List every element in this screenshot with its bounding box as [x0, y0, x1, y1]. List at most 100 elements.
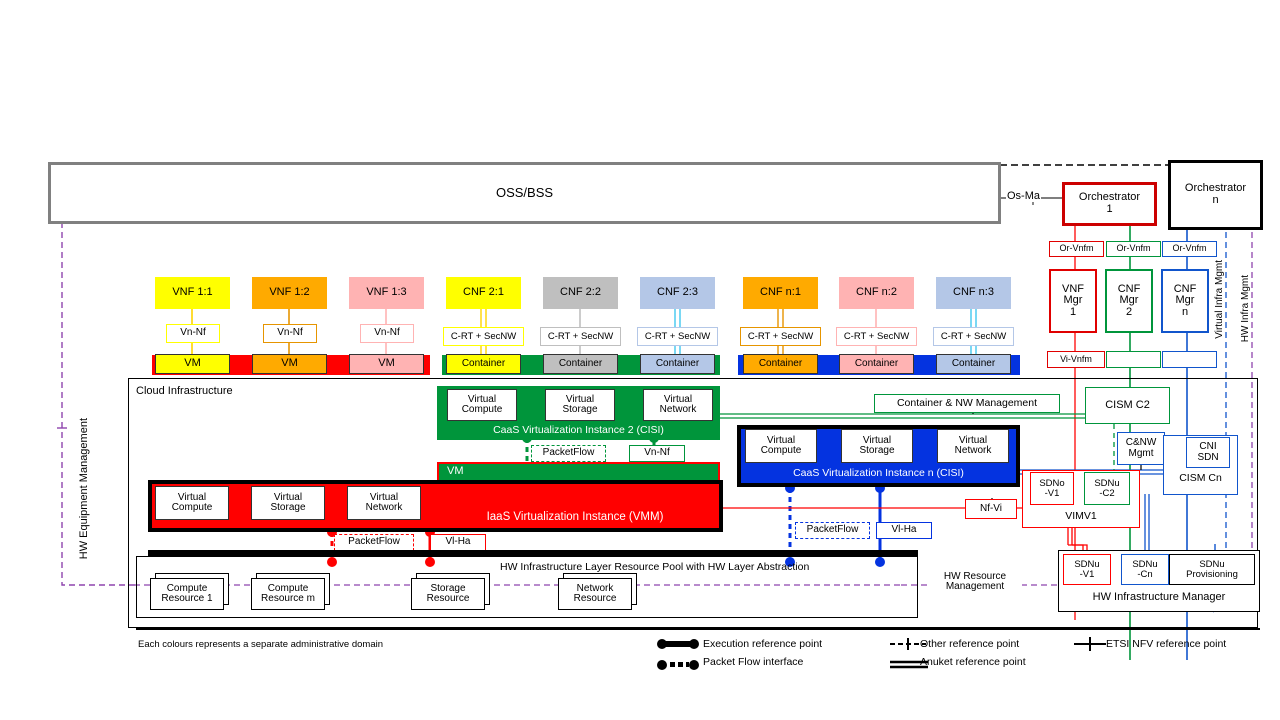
orchestrator-n-label-line2: n [1212, 194, 1219, 206]
anuket-reference-point-icon [890, 660, 928, 669]
function-box-cnf-n-3[interactable]: CNF n:3 [936, 277, 1011, 309]
cni-sdn-l2: SDN [1197, 451, 1219, 463]
sdnu-cn-l1: SDNu [1132, 558, 1158, 570]
ref-packetflow-caasn: PacketFlow [795, 522, 870, 539]
caasn-virtual-network[interactable]: Virtual Network [937, 429, 1009, 463]
iaas-vs-l1: Virtual [273, 491, 303, 503]
runtime-box-cnf-2-2[interactable]: Container [543, 354, 618, 374]
vnf-mgr-1-line2: Mgr [1063, 294, 1083, 307]
cism-c2-box[interactable]: CISM C2 [1085, 387, 1170, 424]
cni-sdn-box[interactable]: CNI SDN [1186, 437, 1230, 468]
ossbss-box[interactable]: OSS/BSS [48, 162, 1001, 224]
hw-res-compute-1[interactable]: Compute Resource 1 [150, 578, 224, 610]
legend-label-packetflow: Packet Flow interface [703, 656, 804, 668]
cloud-infrastructure-label: Cloud Infrastructure [136, 385, 233, 397]
runtime-box-cnf-n-3[interactable]: Container [936, 354, 1011, 374]
iface-box-cnf-n-1: C-RT + SecNW [740, 327, 821, 346]
cnf-mgr-n-box[interactable]: CNF Mgr n [1161, 269, 1209, 333]
sdnu-cn-box[interactable]: SDNu -Cn [1121, 554, 1169, 585]
runtime-box-cnf-2-1[interactable]: Container [446, 354, 521, 374]
cni-sdn-l1: CNI [1199, 441, 1217, 452]
vnf-mgr-1-box[interactable]: VNF Mgr 1 [1049, 269, 1097, 333]
hw-res-storage[interactable]: Storage Resource [411, 578, 485, 610]
function-box-vnf-1-1[interactable]: VNF 1:1 [155, 277, 230, 309]
caas2-virtual-network[interactable]: Virtual Network [643, 389, 713, 421]
iaas-virtual-network[interactable]: Virtual Network [347, 486, 421, 520]
iaas-vc-l2: Compute [171, 502, 213, 513]
cnw-mgmt-box[interactable]: C&NW Mgmt [1117, 432, 1165, 465]
cnf-mgr-2-box[interactable]: CNF Mgr 2 [1105, 269, 1153, 333]
sdno-v1-box[interactable]: SDNo -V1 [1030, 472, 1074, 505]
cnf-mgr-n-line1: CNF [1173, 282, 1197, 295]
function-box-vnf-1-3[interactable]: VNF 1:3 [349, 277, 424, 309]
hw-res-s-l1: Storage [430, 582, 466, 594]
orchestrator-1-box[interactable]: Orchestrator 1 [1062, 182, 1157, 226]
hw-equipment-management-label: HW Equipment Management [78, 418, 90, 560]
os-ma-label: Os-Ma [1006, 190, 1041, 202]
other-reference-point-icon [890, 638, 926, 650]
caas2-virtual-storage[interactable]: Virtual Storage [545, 389, 615, 421]
function-box-cnf-2-1[interactable]: CNF 2:1 [446, 277, 521, 309]
cnf-mgr-2-line3: 2 [1125, 305, 1133, 318]
sdnu-c2-l2: -C2 [1099, 487, 1115, 499]
runtime-box-vnf-1-2[interactable]: VM [252, 354, 327, 374]
hw-res-network[interactable]: Network Resource [558, 578, 632, 610]
runtime-box-vnf-1-3[interactable]: VM [349, 354, 424, 374]
iaas-vs-l2: Storage [270, 502, 306, 513]
iaas-virtual-compute[interactable]: Virtual Compute [155, 486, 229, 520]
caas2-vm-strip[interactable] [437, 462, 720, 482]
packet-flow-interface-icon [657, 660, 699, 670]
caasn-virtual-compute[interactable]: Virtual Compute [745, 429, 817, 463]
hw-res-cm-l1: Compute [267, 582, 309, 594]
orchestrator-1-label-line2: 1 [1106, 203, 1113, 215]
function-box-vnf-1-2[interactable]: VNF 1:2 [252, 277, 327, 309]
hw-resource-management-label: HW Resource Management [928, 566, 1022, 598]
caasn-virtual-storage[interactable]: Virtual Storage [841, 429, 913, 463]
legend-label-anuket: Anuket reference point [920, 656, 1026, 668]
hw-res-cm-l2: Resource m [261, 593, 315, 604]
orchestrator-1-label-line1: Orchestrator [1078, 191, 1141, 204]
sdnu-c2-box[interactable]: SDNu -C2 [1084, 472, 1130, 505]
sdnu-v1-l1: SDNu [1074, 558, 1100, 570]
runtime-box-cnf-2-3[interactable]: Container [640, 354, 715, 374]
vimv1-label: VIMV1 [1065, 509, 1097, 522]
function-box-cnf-n-1[interactable]: CNF n:1 [743, 277, 818, 309]
runtime-box-cnf-n-1[interactable]: Container [743, 354, 818, 374]
function-box-cnf-n-2[interactable]: CNF n:2 [839, 277, 914, 309]
runtime-box-vnf-1-1[interactable]: VM [155, 354, 230, 374]
ref-blank-green [1106, 351, 1161, 368]
iaas-virtual-storage[interactable]: Virtual Storage [251, 486, 325, 520]
cnw-mgmt-l2: Mgmt [1128, 447, 1154, 459]
caasn-title: CaaS Virtualization Instance n (CISI) [793, 467, 964, 480]
sdnu-cn-l2: -Cn [1137, 568, 1153, 580]
cnw-mgmt-l1: C&NW [1125, 437, 1157, 448]
ref-packetflow-iaas: PacketFlow [334, 534, 414, 551]
hw-pool-box [136, 556, 918, 618]
vnf-mgr-1-line3: 1 [1069, 305, 1077, 318]
cloud-infrastructure-box [128, 378, 1258, 628]
cnf-mgr-2-line1: CNF [1117, 282, 1141, 295]
legend-divider [136, 628, 1260, 630]
iaas-title: IaaS Virtualization Instance (VMM) [486, 510, 664, 523]
sdnu-c2-l1: SDNu [1094, 477, 1120, 489]
caas2-title: CaaS Virtualization Instance 2 (CISI) [493, 424, 664, 437]
hw-res-compute-m[interactable]: Compute Resource m [251, 578, 325, 610]
iface-box-vnf-1-1: Vn-Nf [166, 324, 220, 343]
runtime-box-cnf-n-2[interactable]: Container [839, 354, 914, 374]
function-box-cnf-2-2[interactable]: CNF 2:2 [543, 277, 618, 309]
iaas-instance-box[interactable] [148, 480, 723, 532]
hw-res-c1-l2: Resource 1 [161, 593, 213, 604]
orchestrator-n-box[interactable]: Orchestrator n [1168, 160, 1263, 230]
function-box-cnf-2-3[interactable]: CNF 2:3 [640, 277, 715, 309]
hw-res-mgmt-l1: HW Resource [943, 570, 1007, 582]
caas2-virtual-compute[interactable]: Virtual Compute [447, 389, 517, 421]
ref-or-vnfm-n: Or-Vnfm [1162, 241, 1217, 257]
iaas-vn-l1: Virtual [369, 491, 399, 503]
legend-label-other: Other reference point [920, 638, 1020, 650]
sdnu-provisioning-box[interactable]: SDNu Provisioning [1169, 554, 1255, 585]
container-nw-management-box[interactable]: Container & NW Management [874, 394, 1060, 413]
caasn-vs-l1: Virtual [862, 434, 892, 446]
sdnu-v1-box[interactable]: SDNu -V1 [1063, 554, 1111, 585]
iface-box-cnf-n-3: C-RT + SecNW [933, 327, 1014, 346]
hw-res-n-l2: Resource [573, 593, 617, 604]
